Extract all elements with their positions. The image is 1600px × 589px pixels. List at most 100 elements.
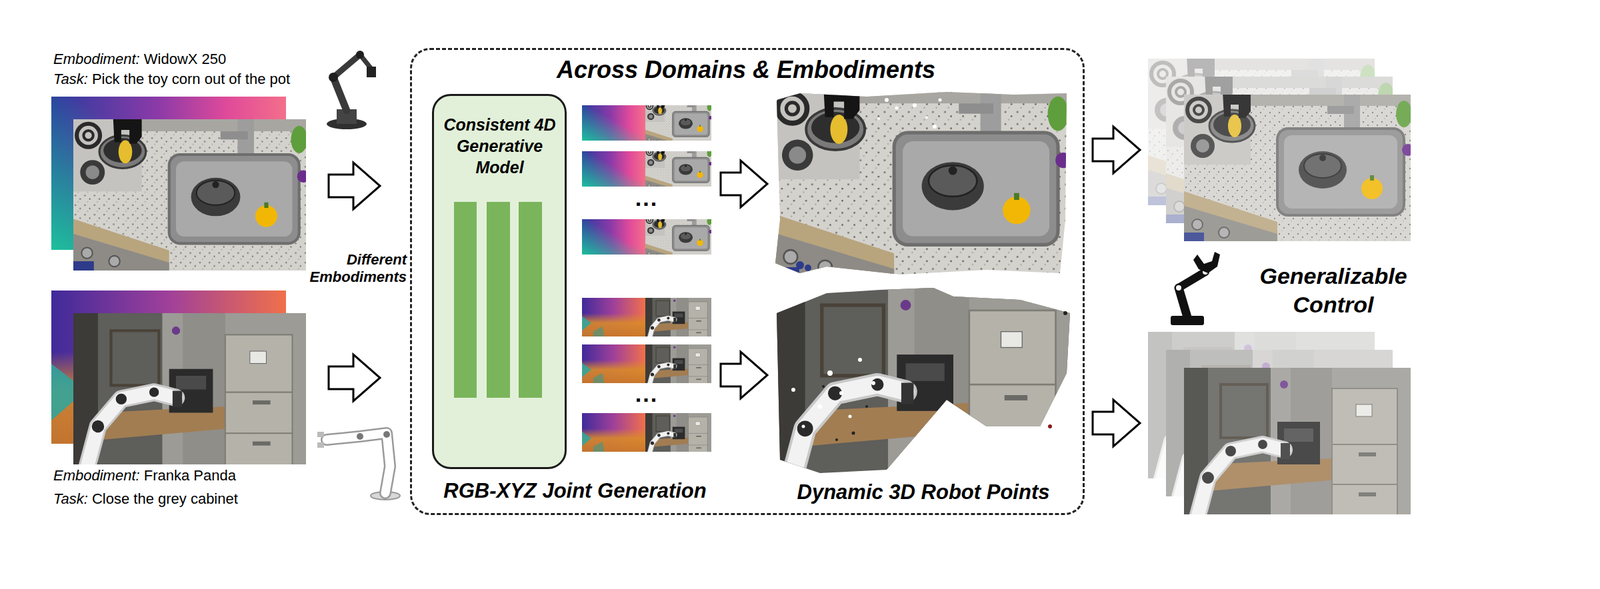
rgb-xyz-thumbnails	[582, 413, 646, 452]
control-robot-icon	[1170, 252, 1220, 326]
text-line: Across Domains & Embodiments	[412, 55, 1080, 84]
point-cloud-kitchen	[912, 103, 917, 108]
control-robot-icon	[1178, 288, 1188, 318]
franka-robot-icon	[317, 431, 400, 500]
dashed-group-box: Consistent 4D Generative Model...... Dyna…	[410, 48, 1085, 516]
model-box: Consistent 4D Generative Model	[432, 94, 567, 470]
point-cloud-kitchen	[884, 98, 889, 102]
widowx-robot-icon	[366, 66, 376, 78]
point-cloud-office	[839, 391, 844, 396]
frame-column: ......	[582, 105, 714, 466]
input-panel: Embodiment:WidowX 250Task:Pick the toy c…	[51, 48, 318, 275]
rgb-xyz-thumbnails	[582, 151, 646, 187]
point-cloud-office	[835, 438, 838, 442]
output-frames-office	[1148, 328, 1411, 518]
point-cloud-office	[791, 388, 796, 392]
point-cloud-kitchen	[932, 124, 937, 129]
point-cloud-kitchen	[938, 98, 942, 102]
text-line: Task:Close the grey cabinet	[53, 490, 238, 508]
node-text: Dynamic 3D Robot Points	[797, 480, 1050, 504]
point-cloud-office	[1048, 424, 1052, 429]
control-robot-icon	[1193, 252, 1220, 274]
input-images-franka	[73, 310, 306, 468]
rgb-xyz-thumbnails	[645, 410, 712, 456]
widowx-robot-icon	[333, 77, 347, 111]
node-text: Pick the toy corn out of the pot	[92, 70, 290, 88]
point-cloud-office	[858, 358, 862, 362]
control-robot-icon	[1176, 285, 1182, 291]
point-cloud-kitchen	[925, 116, 928, 119]
text-line: Embodiment:Franka Panda	[53, 467, 236, 485]
point-cloud-kitchen	[773, 84, 1071, 284]
node-text: Embodiment:	[53, 50, 140, 68]
point-cloud-kitchen	[895, 106, 899, 110]
block-arrow	[328, 354, 380, 402]
node-text: Task:	[53, 490, 88, 508]
input-panel: Embodiment:Franka PandaTask:Close the gr…	[51, 286, 318, 514]
widowx-robot-icon	[328, 72, 338, 82]
node-text: ...	[635, 381, 658, 407]
control-robot-icon	[1178, 272, 1206, 288]
point-cloud-office	[1063, 311, 1068, 316]
rgb-xyz-thumbnails	[645, 100, 712, 146]
text-line: ...	[582, 382, 712, 406]
franka-robot-icon	[356, 433, 364, 440]
model-box-fill	[432, 94, 565, 470]
rgb-xyz-thumbnails	[645, 146, 712, 192]
block-arrow	[1092, 400, 1140, 447]
rgb-xyz-thumbnails	[645, 295, 712, 340]
franka-robot-icon	[326, 433, 390, 494]
text-line: Task:Pick the toy corn out of the pot	[53, 70, 290, 88]
model-box-fill	[518, 202, 542, 398]
point-cloud-column: Dynamic 3D Robot Points	[770, 90, 1080, 510]
node-text: Close the grey cabinet	[92, 490, 238, 508]
text-line: Dynamic 3D Robot Points	[770, 480, 1077, 505]
node-text: Task:	[53, 70, 88, 88]
node-text: Embodiment:	[53, 467, 140, 484]
output-panel: Generalizable Control	[1143, 53, 1437, 520]
point-cloud-kitchen	[804, 264, 812, 272]
output-frames-kitchen	[1148, 55, 1414, 245]
block-arrow	[720, 160, 768, 208]
block-arrow	[1092, 126, 1140, 174]
rgb-xyz-thumbnails	[645, 342, 712, 387]
input-images-widowx	[51, 96, 310, 274]
node-text: Consistent 4D Generative Model	[443, 115, 556, 177]
output-frames-office	[1184, 364, 1411, 518]
input-images-widowx	[73, 116, 310, 274]
node-text: WidowX 250	[144, 50, 227, 68]
input-images-franka	[51, 290, 306, 468]
franka-robot-icon	[383, 431, 390, 438]
widowx-robot-icon	[333, 54, 360, 78]
point-cloud-office	[871, 381, 876, 386]
point-cloud-office	[773, 278, 1074, 482]
point-cloud-kitchen	[796, 261, 804, 270]
widowx-robot-icon	[356, 50, 364, 59]
stage-label: RGB-XYZ Joint Generation	[426, 478, 724, 504]
point-cloud-office	[827, 370, 833, 376]
point-cloud-office	[802, 425, 806, 429]
output-frames-kitchen	[1184, 91, 1414, 245]
side-label: Different Embodiments	[301, 251, 407, 287]
point-cloud-office	[822, 385, 825, 388]
franka-robot-icon	[326, 433, 390, 494]
point-cloud-kitchen	[773, 84, 1071, 284]
node-text: Across Domains & Embodiments	[556, 56, 936, 84]
block-arrow	[720, 352, 768, 399]
rgb-xyz-thumbnails	[582, 105, 646, 141]
node-text: Generalizable Control	[1259, 263, 1407, 318]
model-box-fill	[432, 94, 565, 470]
widowx-robot-icon	[326, 50, 376, 130]
rgb-xyz-thumbnails	[582, 100, 712, 455]
block-arrow	[328, 162, 380, 210]
rgb-xyz-thumbnails	[645, 214, 712, 260]
model-box-fill	[454, 202, 477, 398]
rgb-xyz-thumbnails	[582, 344, 646, 384]
point-cloud-office	[773, 278, 1074, 482]
rgb-xyz-thumbnails	[582, 219, 646, 255]
point-cloud-kitchen	[877, 117, 880, 120]
node-text: Franka Panda	[144, 467, 236, 484]
franka-robot-icon	[317, 432, 324, 438]
